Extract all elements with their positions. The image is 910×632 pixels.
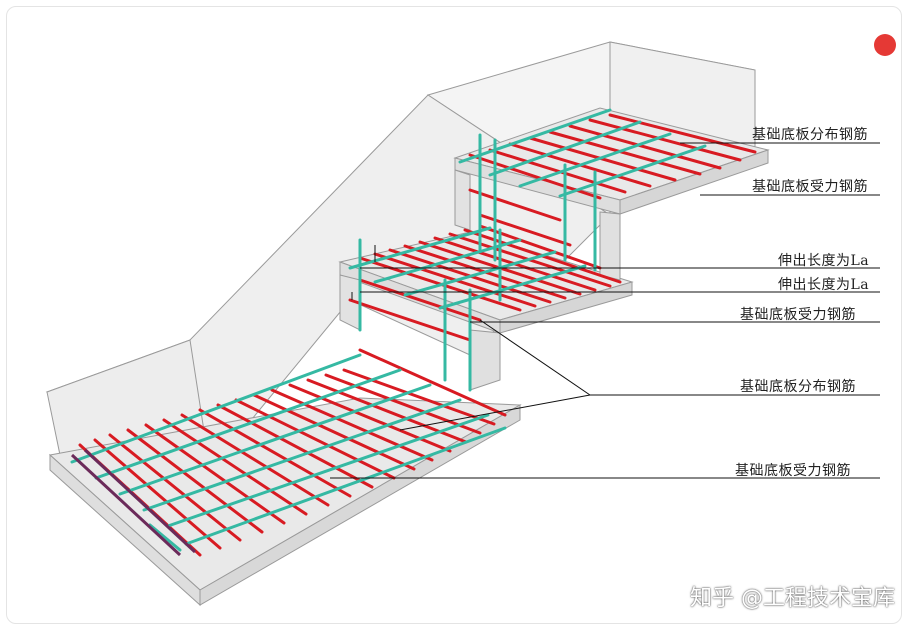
label-top-distribution: 基础底板分布钢筋 — [752, 127, 868, 143]
label-top-main: 基础底板受力钢筋 — [752, 179, 868, 195]
frame-border — [6, 6, 902, 624]
lower-edge-bars — [70, 448, 197, 557]
top-main-rebar — [468, 113, 757, 247]
zhihu-logo-icon — [658, 581, 686, 605]
label-anchor-2: 伸出长度为La — [778, 277, 870, 293]
top-distribution-rebar — [458, 108, 707, 272]
label-mid-main: 基础底板受力钢筋 — [740, 307, 856, 323]
leader-lines — [330, 142, 880, 479]
watermark: 知乎 @工程技术宝库 — [690, 586, 895, 611]
middle-distribution-rebar — [348, 226, 587, 392]
lower-distribution-rebar — [70, 353, 507, 552]
corner-marker — [874, 34, 896, 56]
label-lower-distribution: 基础底板分布钢筋 — [740, 379, 856, 395]
label-anchor-1: 伸出长度为La — [778, 253, 870, 269]
label-lower-main: 基础底板受力钢筋 — [735, 463, 851, 479]
